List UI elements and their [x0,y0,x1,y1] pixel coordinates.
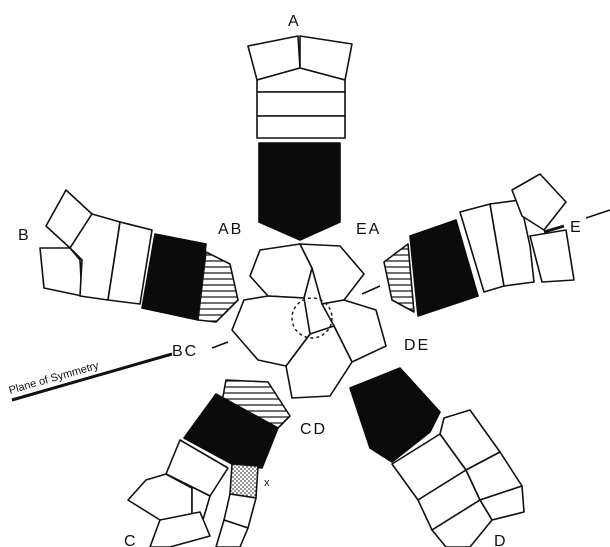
label-interray-cd: CD [300,421,327,438]
central-disc [212,244,386,398]
central-plate-ab [250,244,312,298]
label-interray-de: DE [404,337,430,354]
ray-d-plates [350,368,524,547]
ray-b-dark-plate [142,234,206,320]
ray-c-plates [128,380,290,547]
label-ray-a: A [288,13,301,30]
ray-e-plates [362,174,610,316]
ray-a-plate-4 [257,92,345,116]
label-plate-x: x [264,477,270,489]
label-ray-d: D [494,533,508,547]
ray-a-plate-5 [257,116,345,138]
label-ray-b: B [18,227,31,244]
ray-a-plates [248,36,352,240]
ray-ea-pointer-line [362,286,380,294]
ray-c-stippled-plate-x [230,464,258,498]
label-interray-ab: AB [218,221,243,238]
ray-a-dark-plate [259,143,340,240]
ray-b-hatched-plate [198,252,238,322]
label-ray-e: E [570,219,583,236]
ray-e-hatched-plate [384,244,414,312]
ray-e-pointer-line [586,210,610,218]
ray-b-plate-2 [40,248,82,296]
label-interray-bc: BC [172,343,198,360]
label-ray-c: C [124,533,138,547]
ray-bc-pointer-line [212,342,228,348]
ray-e-plate-4 [530,230,574,282]
label-interray-ea: EA [356,221,381,238]
ray-b-plates [40,190,238,322]
